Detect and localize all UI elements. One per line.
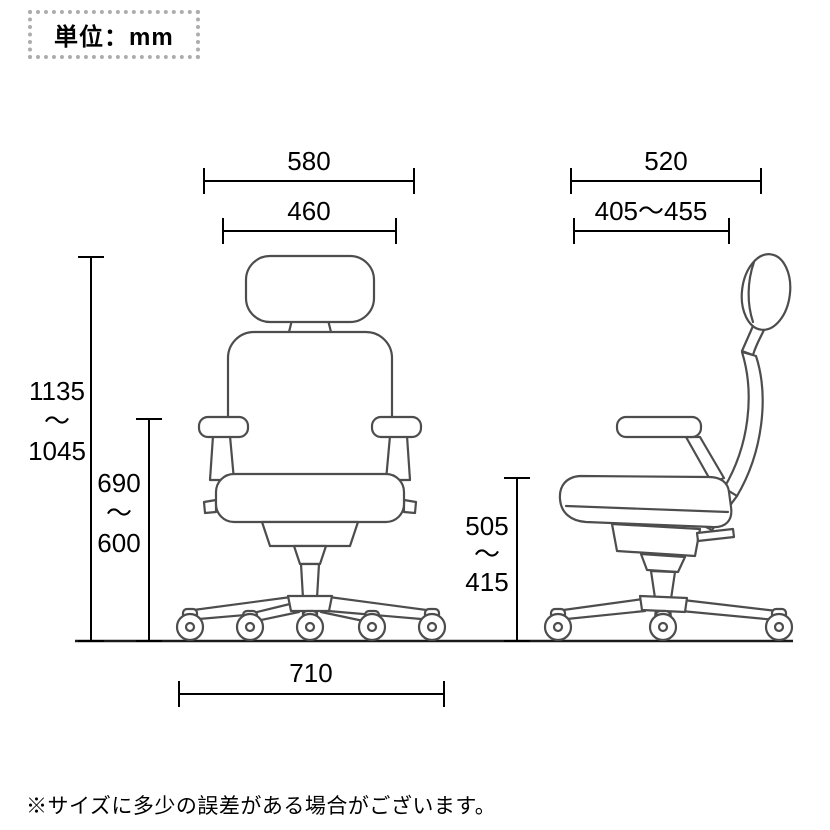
dim-range-tilde: ～ <box>106 498 132 528</box>
dimension-annotations: 580 460 520 405～455 <box>28 146 762 707</box>
backrest-frame <box>722 350 764 498</box>
cylinder-cone <box>639 552 687 574</box>
dim-label-600: 600 <box>97 528 140 558</box>
headrest <box>740 253 792 331</box>
caster-hub <box>244 621 256 633</box>
seat-lever-right <box>402 498 418 515</box>
seat-edge-line <box>564 504 730 514</box>
dim-front-total-height: 1135 ～ 1045 <box>28 256 104 642</box>
adjust-lever <box>695 527 736 543</box>
cylinder-shaft <box>299 562 321 600</box>
dim-range-tilde: ～ <box>44 406 70 436</box>
base-hub <box>638 594 689 614</box>
caster-hub <box>552 621 564 633</box>
unit-label: 単位：mm <box>54 24 174 51</box>
armrest-pad-right <box>370 415 423 439</box>
seat-mechanism <box>260 520 360 548</box>
headrest-pad-line <box>747 260 756 324</box>
dim-front-armrest-height: 690 ～ 600 <box>97 418 162 642</box>
dim-label-505: 505 <box>465 511 508 541</box>
dim-front-base-width: 710 <box>178 658 445 707</box>
base-leg <box>554 597 647 622</box>
cylinder-shaft <box>649 569 677 601</box>
dim-side-seat-height: 505 ～ 415 <box>465 477 530 642</box>
unit-label-box: 単位：mm <box>28 10 200 59</box>
dim-label-460: 460 <box>287 196 330 226</box>
dim-label-690: 690 <box>97 468 140 498</box>
dim-label-580: 580 <box>287 146 330 176</box>
side-view-chair <box>543 253 794 642</box>
dim-label-405-455: 405～455 <box>595 196 708 226</box>
dim-label-415: 415 <box>465 567 508 597</box>
armrest-pad-left <box>197 415 250 439</box>
caster-hub <box>426 621 438 633</box>
seat <box>558 474 733 529</box>
seat-lever-left <box>202 498 218 515</box>
dim-label-1045: 1045 <box>28 436 86 466</box>
caster-hub <box>184 621 196 633</box>
disclaimer-text: ※サイズに多少の誤差がある場合がございます。 <box>26 795 497 818</box>
seat <box>214 472 406 524</box>
base-leg <box>679 598 779 622</box>
backrest <box>226 330 394 494</box>
front-view-chair <box>175 254 447 642</box>
caster-hub <box>773 621 785 633</box>
seat-mechanism <box>610 522 702 558</box>
dim-label-1135: 1135 <box>29 376 85 406</box>
dim-range-tilde: ～ <box>474 539 500 569</box>
dim-front-outer-width: 580 <box>203 146 415 194</box>
dim-front-backrest-width: 460 <box>222 196 397 244</box>
dim-label-710: 710 <box>289 658 332 688</box>
dim-side-depth: 520 <box>570 146 762 194</box>
dim-label-520: 520 <box>644 146 687 176</box>
base-hub <box>286 594 334 613</box>
caster-hub <box>304 621 316 633</box>
dim-side-seat-depth: 405～455 <box>573 196 730 244</box>
caster-hub <box>366 621 378 633</box>
cylinder-cone <box>292 544 328 566</box>
caster-hub <box>657 621 669 633</box>
armrest-pad <box>615 415 703 439</box>
headrest <box>244 254 376 324</box>
